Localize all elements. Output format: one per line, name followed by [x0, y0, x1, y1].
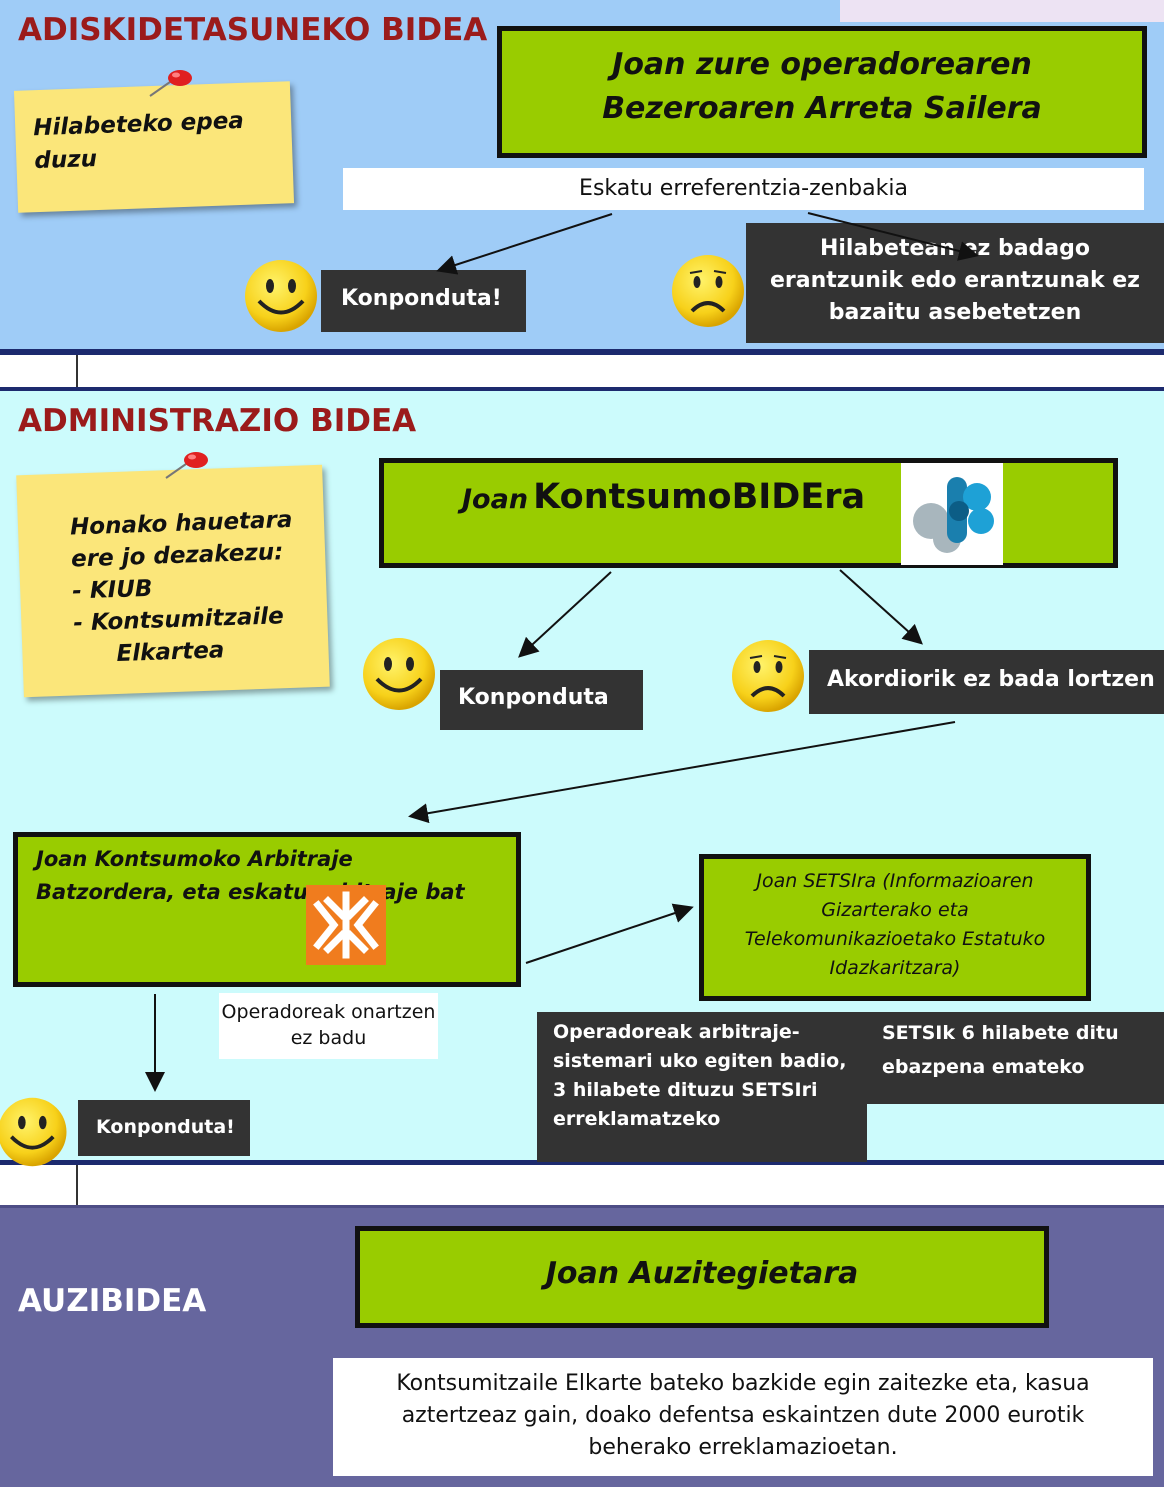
- solved-box: Konponduta: [440, 670, 643, 730]
- kontsumobide-brand: KontsumoBIDEra: [533, 477, 866, 517]
- section-divider: [0, 349, 1164, 355]
- kontsumobide-logo: [901, 463, 1003, 565]
- courts-box: Joan Auzitegietara: [355, 1226, 1049, 1328]
- solved-final-text: Konponduta!: [96, 1116, 235, 1138]
- section-top-rule: [0, 1205, 1164, 1208]
- no-agreement-text: Akordiorik ez bada lortzen: [827, 667, 1155, 692]
- operator-rejects-text: Operadoreak onartzen ez badu: [221, 1001, 436, 1049]
- arbitration-text: Joan Kontsumoko Arbitraje Batzordera, et…: [36, 847, 465, 904]
- friendly-heading: ADISKIDETASUNEKO BIDEA: [18, 12, 488, 48]
- sad-face-icon: [732, 640, 804, 712]
- setsi-text: Joan SETSIra (Informazioaren Gizarterako…: [744, 870, 1046, 979]
- solved-final-box: Konponduta!: [78, 1100, 250, 1156]
- operator-refuses-box: Operadoreak arbitraje-sistemari uko egit…: [537, 1012, 867, 1162]
- section-connector: [76, 1165, 78, 1205]
- no-answer-text: Hilabetean ez badago erantzunik edo eran…: [770, 236, 1140, 325]
- section-divider: [0, 1160, 1164, 1165]
- sad-face-icon: [672, 255, 744, 327]
- push-pin-icon: [165, 452, 208, 479]
- kontsumobide-prefix: Joan: [462, 484, 529, 515]
- solved-text: Konponduta: [458, 685, 609, 710]
- section-connector: [76, 355, 78, 387]
- push-pin-icon: [149, 70, 192, 97]
- section-top-rule: [0, 387, 1164, 391]
- court-heading: AUZIBIDEA: [18, 1283, 207, 1319]
- courts-text: Joan Auzitegietara: [545, 1256, 859, 1291]
- setsi-box: Joan SETSIra (Informazioaren Gizarterako…: [699, 854, 1091, 1001]
- consumer-arbitration-logo: [306, 885, 386, 965]
- smiley-face-icon: [0, 1097, 67, 1167]
- arbitration-box: Joan Kontsumoko Arbitraje Batzordera, et…: [13, 832, 521, 987]
- admin-arrows: [145, 569, 956, 1092]
- operator-refuses-text: Operadoreak arbitraje-sistemari uko egit…: [553, 1021, 847, 1130]
- corner-highlight: [840, 0, 1164, 22]
- smiley-face-icon: [363, 638, 435, 710]
- operator-rejects-box: Operadoreak onartzen ez badu: [219, 993, 438, 1059]
- customer-service-box: Joan zure operadorearen Bezeroaren Arret…: [497, 26, 1147, 158]
- consumer-association-box: Kontsumitzaile Elkarte bateko bazkide eg…: [333, 1358, 1153, 1476]
- admin-heading: ADMINISTRAZIO BIDEA: [18, 403, 417, 439]
- no-agreement-box: Akordiorik ez bada lortzen: [809, 650, 1164, 714]
- setsi-months-box: SETSIk 6 hilabete ditu ebazpena emateko: [866, 1012, 1164, 1104]
- reference-box: Eskatu erreferentzia-zenbakia: [343, 168, 1144, 210]
- setsi-months-text: SETSIk 6 hilabete ditu ebazpena emateko: [882, 1022, 1119, 1078]
- customer-service-text: Joan zure operadorearen Bezeroaren Arret…: [602, 47, 1042, 126]
- smiley-face-icon: [245, 260, 317, 332]
- consumer-association-text: Kontsumitzaile Elkarte bateko bazkide eg…: [396, 1371, 1090, 1460]
- solved-text: Konponduta!: [341, 286, 502, 311]
- friendly-arrows: [436, 212, 979, 275]
- solved-box: Konponduta!: [321, 270, 526, 332]
- no-answer-box: Hilabetean ez badago erantzunik edo eran…: [746, 223, 1164, 343]
- reference-text: Eskatu erreferentzia-zenbakia: [579, 176, 908, 201]
